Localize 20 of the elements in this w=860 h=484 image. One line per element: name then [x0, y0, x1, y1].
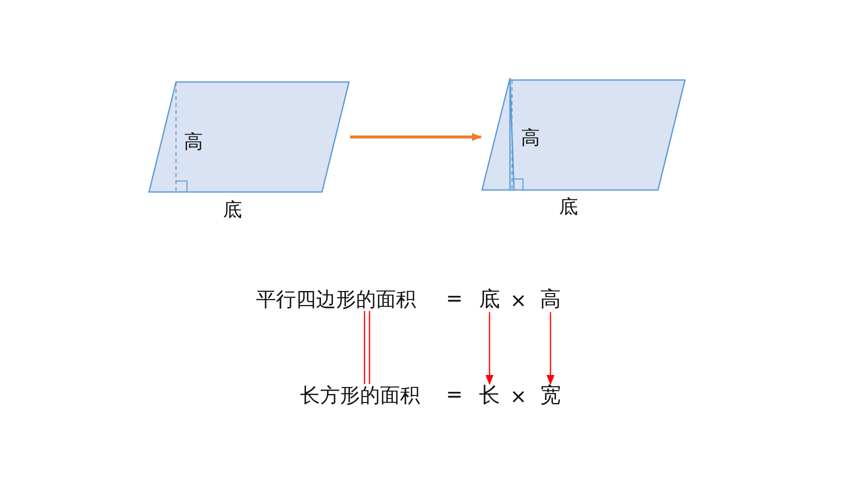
formula-term: 平行四边形的面积: [256, 288, 416, 310]
cut-parallelogram-shape: [481, 77, 686, 191]
formula-term: 长方形的面积: [300, 384, 420, 406]
double-line: [364, 310, 370, 385]
parallelogram-shape: [148, 81, 350, 193]
operator-sign: =: [446, 384, 463, 404]
height-label: 高: [521, 129, 540, 148]
operator-sign: ×: [510, 386, 527, 406]
height-label: 高: [184, 133, 203, 152]
base-label: 底: [223, 201, 242, 220]
formula-term: 底: [479, 288, 500, 312]
formula-term: 高: [540, 288, 561, 312]
operator-sign: ×: [510, 290, 527, 310]
base-label: 底: [559, 198, 578, 217]
formula-term: 长: [479, 384, 500, 408]
operator-sign: =: [446, 288, 463, 308]
arrow: [350, 133, 482, 141]
arrow: [546, 312, 554, 385]
formula-term: 宽: [540, 384, 561, 408]
arrow: [486, 312, 494, 385]
